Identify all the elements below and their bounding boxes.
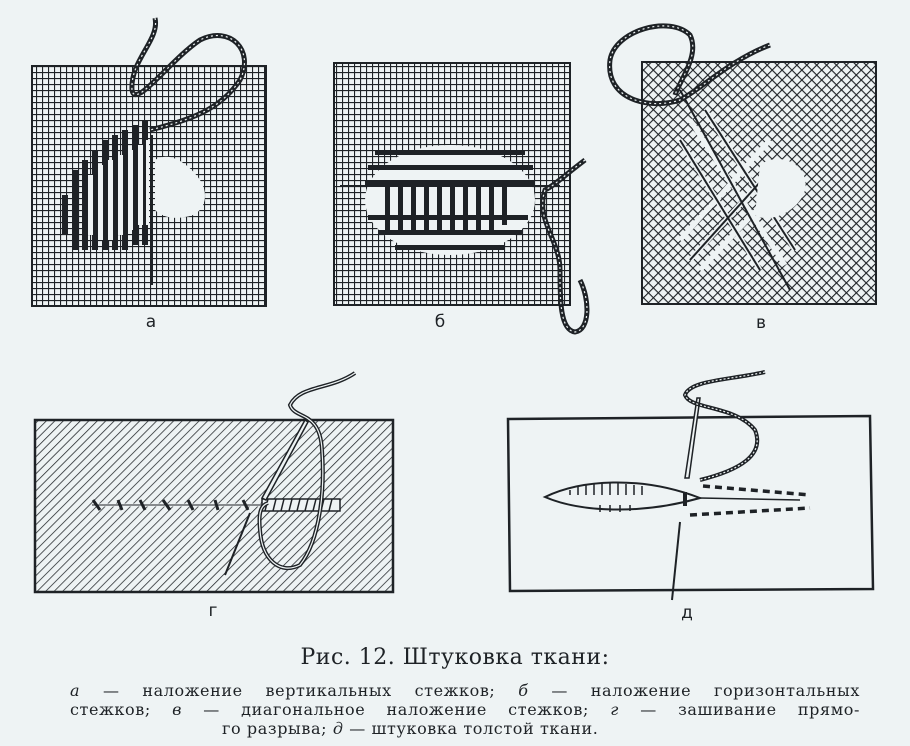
panel-label-g: г bbox=[208, 601, 218, 621]
panel-a-drawing bbox=[31, 17, 267, 307]
panel-g-drawing bbox=[33, 371, 395, 594]
panel-label-d: д bbox=[681, 603, 693, 623]
figure-drawing bbox=[31, 17, 877, 601]
panel-label-v: в bbox=[755, 313, 767, 333]
panel-d-drawing bbox=[506, 370, 875, 601]
caption-line-3: го разрыва; д — штуковка толстой ткани. bbox=[222, 719, 599, 738]
figure-caption-body: а — наложение вертикальных стежков; б — … bbox=[70, 681, 860, 738]
figure-caption-title: Рис. 12. Штуковка ткани: bbox=[300, 645, 610, 670]
panel-b-drawing bbox=[333, 62, 590, 335]
panel-label-b: б bbox=[434, 312, 446, 332]
caption-line-2: стежков; в — диагональное наложение стеж… bbox=[70, 700, 860, 719]
panel-label-a: а bbox=[145, 312, 157, 332]
caption-line-1: а — наложение вертикальных стежков; б — … bbox=[70, 681, 861, 700]
panel-v-drawing bbox=[607, 23, 877, 305]
